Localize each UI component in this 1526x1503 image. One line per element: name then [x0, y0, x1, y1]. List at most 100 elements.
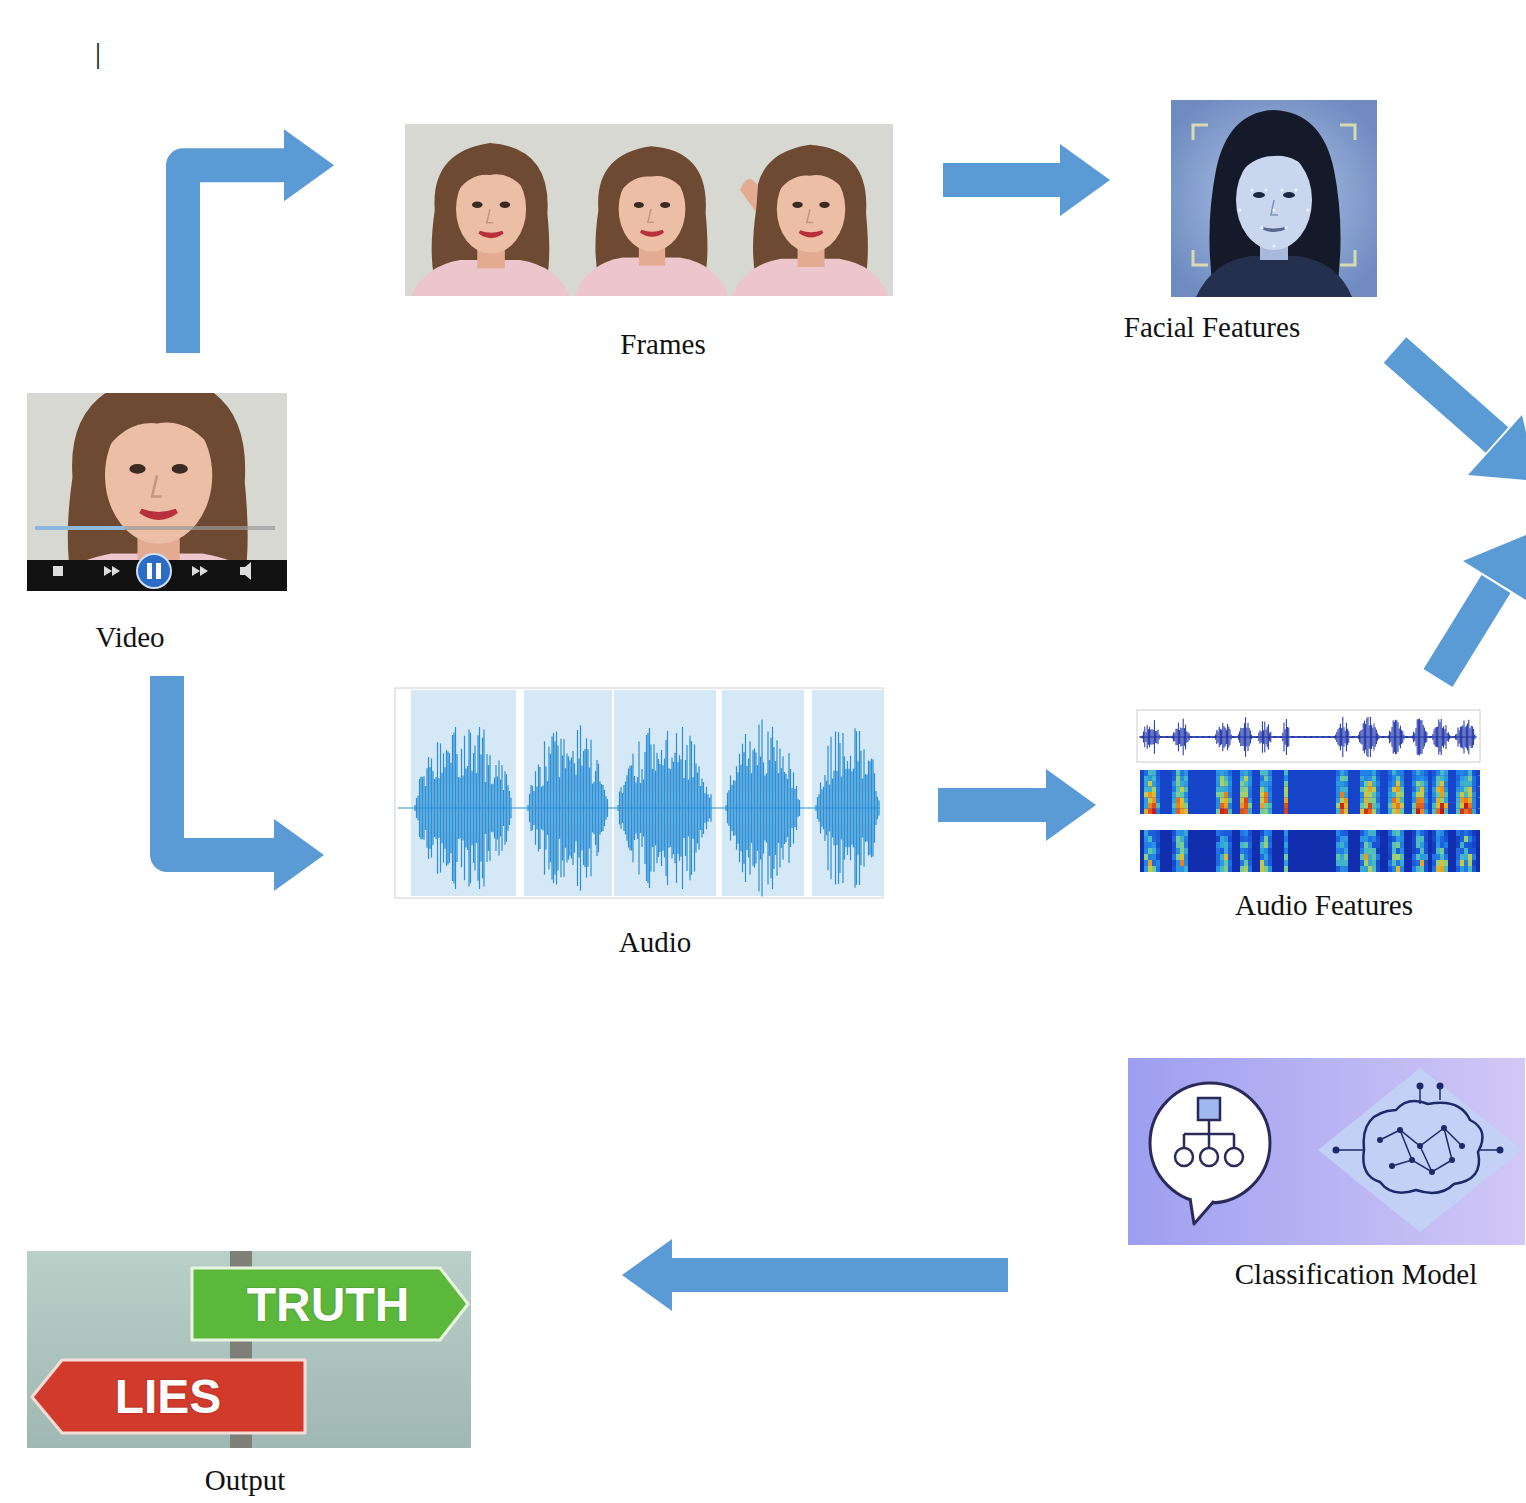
audio-feature-plots [1172, 836, 1176, 842]
audio-feature-plots [1340, 792, 1344, 798]
audio-feature-plots [1172, 854, 1176, 860]
audio-feature-plots [1320, 776, 1324, 782]
audio-feature-plots [1460, 809, 1464, 815]
classification-model-icon [1363, 1101, 1482, 1193]
audio-feature-plots [1288, 776, 1292, 782]
audio-feature-plots [1224, 787, 1228, 793]
audio-feature-plots [1408, 803, 1412, 809]
audio-feature-plots [1364, 866, 1368, 872]
classification-model-icon [1417, 1143, 1423, 1149]
audio-feature-plots [1148, 860, 1152, 866]
audio-feature-plots [1168, 836, 1172, 842]
audio-feature-plots [1152, 842, 1156, 848]
classification-model-icon [1190, 1198, 1214, 1224]
audio-feature-plots [1416, 848, 1420, 854]
audio-feature-plots [1304, 809, 1308, 815]
audio-feature-plots [1244, 770, 1248, 776]
audio-feature-plots [1168, 848, 1172, 854]
audio-feature-plots [1424, 854, 1428, 860]
audio-feature-plots [1444, 848, 1448, 854]
audio-feature-plots [1176, 809, 1180, 815]
audio-feature-plots [1256, 836, 1260, 842]
video-thumbnail [104, 566, 120, 576]
audio-feature-plots [1436, 770, 1440, 776]
audio-feature-plots [1156, 803, 1160, 809]
audio-feature-plots [1160, 803, 1164, 809]
facial-features-image [1238, 188, 1309, 247]
audio-feature-plots [1428, 848, 1432, 854]
audio-feature-plots [1296, 803, 1300, 809]
audio-feature-plots [1364, 830, 1368, 836]
audio-feature-plots [1272, 854, 1276, 860]
audio-feature-plots [1344, 781, 1348, 787]
facial-features-image [1262, 228, 1286, 231]
audio-feature-plots [1380, 787, 1384, 793]
audio-feature-plots [1448, 792, 1452, 798]
audio-feature-plots [1416, 787, 1420, 793]
audio-feature-plots [1476, 803, 1480, 809]
classification-model-icon [1336, 1086, 1500, 1150]
classification-model-icon [1409, 1157, 1415, 1163]
audio-feature-plots [1140, 830, 1144, 836]
audio-feature-plots [1284, 836, 1288, 842]
audio-feature-plots [1152, 776, 1156, 782]
audio-feature-plots [1256, 809, 1260, 815]
classification-model-icon [1198, 1098, 1220, 1120]
audio-feature-plots [1340, 842, 1344, 848]
audio-feature-plots [1268, 848, 1272, 854]
audio-feature-plots [1240, 803, 1244, 809]
facial-features-image [1272, 244, 1275, 247]
classification-model-icon [1184, 1120, 1234, 1148]
audio-feature-plots [1332, 781, 1336, 787]
audio-feature-plots [1360, 842, 1364, 848]
facial-features-image [1306, 208, 1309, 211]
audio-feature-plots [1380, 854, 1384, 860]
audio-feature-plots [1320, 770, 1324, 776]
audio-feature-plots [1308, 776, 1312, 782]
audio-feature-plots [1256, 776, 1260, 782]
audio-feature-plots [1448, 781, 1452, 787]
audio-feature-plots [1460, 854, 1464, 860]
audio-feature-plots [1156, 842, 1160, 848]
audio-feature-plots [1168, 854, 1172, 860]
video-thumbnail [137, 554, 171, 588]
audio-feature-plots [1444, 770, 1448, 776]
audio-feature-plots [1196, 787, 1200, 793]
audio-feature-plots [1252, 830, 1256, 836]
audio-feature-plots [1276, 866, 1280, 872]
audio-feature-plots [1448, 770, 1452, 776]
audio-feature-plots [1336, 830, 1340, 836]
audio-feature-plots [1168, 781, 1172, 787]
audio-feature-plots [1168, 809, 1172, 815]
classification-model-icon [1318, 1068, 1522, 1232]
audio-feature-plots [1392, 776, 1396, 782]
audio-feature-plots [1464, 854, 1468, 860]
video-thumbnail [192, 566, 208, 576]
audio-feature-plots [1456, 787, 1460, 793]
audio-feature-plots [1404, 803, 1408, 809]
audio-feature-plots [1468, 854, 1472, 860]
text-holder: Audio [619, 926, 692, 959]
audio-features-panel [1137, 710, 1480, 762]
audio-feature-plots [1456, 848, 1460, 854]
audio-feature-plots [1260, 842, 1264, 848]
audio-feature-plots [1144, 830, 1148, 836]
audio-feature-plots [1152, 787, 1156, 793]
audio-feature-plots [1364, 792, 1368, 798]
audio-feature-plots [1460, 803, 1464, 809]
video-thumbnail [35, 526, 125, 530]
audio-feature-plots [1340, 848, 1344, 854]
audio-feature-plots [1404, 836, 1408, 842]
audio-feature-plots [1324, 860, 1328, 866]
audio-feature-plots [1160, 781, 1164, 787]
audio-feature-plots [1164, 809, 1168, 815]
video-frames [570, 124, 732, 296]
audio-feature-plots [1448, 860, 1452, 866]
audio-feature-plots [1228, 860, 1232, 866]
audio-feature-plots [1248, 770, 1252, 776]
audio-feature-plots [1400, 854, 1404, 860]
audio-feature-plots [1144, 770, 1148, 776]
audio-feature-plots [1336, 770, 1340, 776]
audio-feature-plots [1460, 787, 1464, 793]
audio-feature-plots [1404, 770, 1408, 776]
